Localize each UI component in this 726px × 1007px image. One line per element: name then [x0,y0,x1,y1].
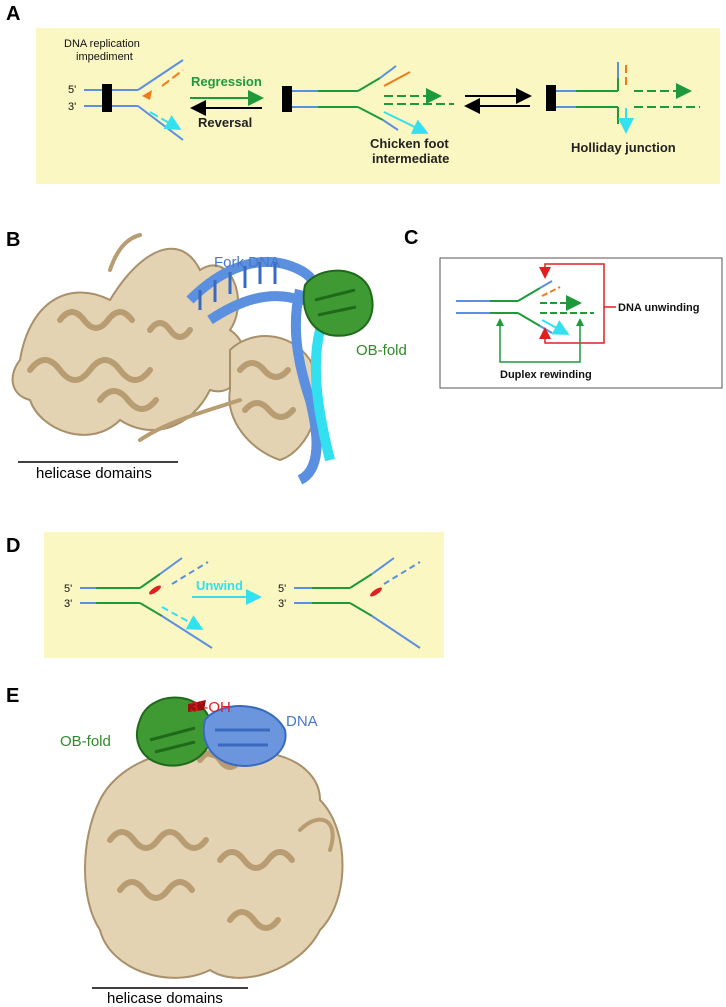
unwinding-diagram [456,263,616,363]
equilibrium-arrows [464,88,532,114]
oh-label: 3`-OH [190,699,231,716]
dna-label-e: DNA [286,713,318,730]
panel-e-letter: E [6,685,19,707]
fork-before-unwind: 5' 3' [64,557,213,649]
five-prime-label: 5' [68,84,76,96]
d-five-prime-right: 5' [278,583,286,595]
orange-arrowhead [142,90,152,100]
impediment-label-line1: DNA replication [64,38,140,50]
panel-a-letter: A [6,3,20,25]
d-five-prime-left: 5' [64,583,72,595]
ob-fold-structure-b [302,269,374,337]
fork-dna-label: Fork DNA [214,254,280,271]
panel-b-letter: B [6,229,20,251]
three-prime-label: 3' [68,101,76,113]
ob-fold-structure-e [136,696,214,767]
fork-after-unwind: 5' 3' [278,557,421,649]
chicken-foot-fork: Chicken foot intermediate [282,65,454,166]
d-three-prime-right: 3' [278,598,286,610]
ob-fold-label-e: OB-fold [60,733,111,750]
impediment-label-line2: impediment [76,51,133,63]
holliday-label: Holliday junction [571,140,676,155]
duplex-rewinding-label: Duplex rewinding [500,369,592,381]
unwind-label: Unwind [196,578,243,593]
stalled-fork: 5' 3' DNA replication impediment [64,38,184,141]
regression-reversal-arrows: Regression Reversal [190,74,264,130]
d-three-prime-left: 3' [64,598,72,610]
dna-structure-e [188,700,287,767]
helicase-label-b: helicase domains [36,465,152,482]
chicken-foot-label-line1: Chicken foot [370,136,449,151]
ob-fold-label-b: OB-fold [356,342,407,359]
helicase-structure-e [84,750,344,979]
panel-c-letter: C [404,227,418,249]
impediment-block [102,84,112,112]
reversal-label: Reversal [198,115,252,130]
helicase-label-e: helicase domains [107,990,223,1007]
chicken-foot-label-line2: intermediate [372,151,449,166]
dna-unwinding-label: DNA unwinding [618,302,699,314]
panel-d-background [44,532,444,658]
holliday-junction: Holliday junction [546,62,700,155]
panel-d-letter: D [6,535,20,557]
regression-label: Regression [191,74,262,89]
oh-marker [188,700,206,712]
